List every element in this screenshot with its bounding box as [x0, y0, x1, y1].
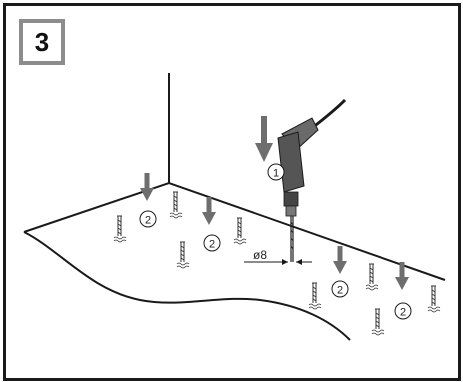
callout-drill: 1 — [267, 163, 285, 181]
drill-arrow-icon — [255, 116, 273, 162]
anchor-icon — [176, 241, 190, 269]
callout-hole-number: 2 — [337, 285, 343, 297]
anchor-icon — [427, 285, 441, 313]
step-number-badge: 3 — [19, 19, 65, 65]
diameter-dimension: ø8 — [244, 248, 312, 265]
callout-hole-number: 2 — [209, 239, 215, 251]
anchor-icon — [371, 308, 385, 336]
callout-hole: 2 — [203, 234, 221, 252]
callout-hole: 2 — [394, 302, 412, 320]
anchor-icon — [233, 217, 247, 245]
callout-hole: 2 — [331, 280, 349, 298]
anchor-icon — [365, 263, 379, 291]
step-number: 3 — [34, 26, 50, 57]
down-arrow-icon — [140, 173, 154, 201]
down-arrow-icon — [202, 197, 216, 225]
floor-outline — [23, 181, 446, 341]
callout-hole: 2 — [139, 210, 157, 228]
down-arrow-icon — [333, 246, 347, 274]
diameter-label: ø8 — [253, 248, 267, 262]
anchor-icon — [308, 282, 322, 310]
anchor-icon — [113, 215, 127, 243]
anchor-icon — [169, 191, 183, 219]
callout-hole-number: 2 — [400, 307, 406, 319]
callout-drill-number: 1 — [273, 168, 279, 180]
callout-hole-number: 2 — [145, 215, 151, 227]
illustration-frame: 3 — [3, 3, 461, 381]
drill-icon — [277, 98, 347, 262]
